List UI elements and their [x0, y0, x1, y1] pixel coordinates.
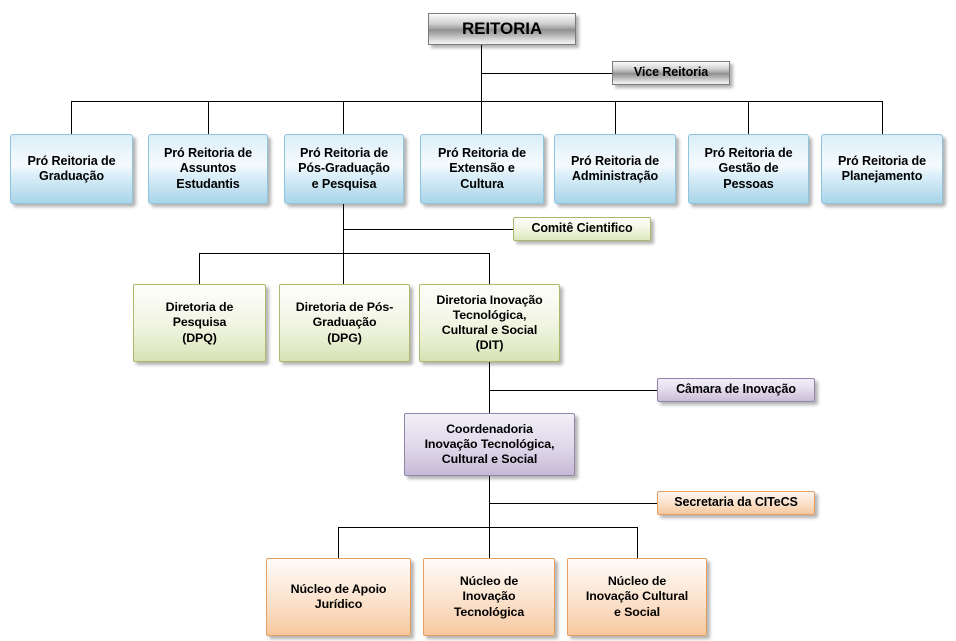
node-diretoria-pos-graduacao[interactable]: Diretoria de Pós- Graduação (DPG): [279, 284, 410, 362]
connector-coordenadoria-trunk: [489, 476, 490, 528]
connector-nucleos-bus: [338, 527, 637, 528]
node-pro-reitoria-administracao[interactable]: Pró Reitoria de Administração: [554, 134, 676, 204]
node-pro-reitoria-graduacao[interactable]: Pró Reitoria de Graduação: [10, 134, 133, 204]
node-pro-reitoria-assuntos-estudantis-label: Pró Reitoria de Assuntos Estudantis: [163, 145, 253, 191]
connector-drop-nucleo-tecnologica: [489, 527, 490, 558]
node-pro-reitoria-administracao-label: Pró Reitoria de Administração: [570, 153, 660, 183]
connector-drop-nucleo-juridico: [338, 527, 339, 558]
node-nucleo-apoio-juridico-label: Núcleo de Apoio Jurídico: [290, 581, 387, 611]
node-diretoria-inovacao[interactable]: Diretoria Inovação Tecnológica, Cultural…: [419, 284, 560, 362]
node-reitoria[interactable]: REITORIA: [428, 13, 576, 45]
connector-secretaria: [489, 503, 657, 504]
node-pro-reitoria-extensao-cultura-label: Pró Reitoria de Extensão e Cultura: [437, 145, 527, 191]
connector-drop-planejamento: [882, 101, 883, 134]
node-pro-reitoria-pos-graduacao-pesquisa-label: Pró Reitoria de Pós-Graduação e Pesquisa: [298, 145, 390, 191]
connector-level1-bus: [71, 101, 882, 102]
node-coordenadoria-citecs-label: Coordenadoria Inovação Tecnológica, Cult…: [424, 421, 555, 467]
connector-drop-dpg: [343, 253, 344, 284]
node-diretoria-pesquisa-label: Diretoria de Pesquisa (DPQ): [165, 300, 234, 345]
connector-drop-nucleo-cultural: [637, 527, 638, 558]
node-nucleo-inovacao-cultural-social-label: Núcleo de Inovação Cultural e Social: [585, 574, 689, 619]
connector-dit-trunk: [489, 362, 490, 413]
node-pro-reitoria-planejamento[interactable]: Pró Reitoria de Planejamento: [821, 134, 943, 204]
node-pro-reitoria-assuntos-estudantis[interactable]: Pró Reitoria de Assuntos Estudantis: [148, 134, 268, 204]
connector-drop-administracao: [615, 101, 616, 134]
node-diretoria-pesquisa[interactable]: Diretoria de Pesquisa (DPQ): [133, 284, 266, 362]
node-nucleo-inovacao-cultural-social[interactable]: Núcleo de Inovação Cultural e Social: [567, 558, 707, 636]
connector-drop-graduacao: [71, 101, 72, 134]
connector-vice-reitoria: [481, 73, 613, 74]
node-pro-reitoria-gestao-pessoas[interactable]: Pró Reitoria de Gestão de Pessoas: [688, 134, 809, 204]
node-secretaria-citecs[interactable]: Secretaria da CITeCS: [657, 491, 815, 515]
node-pro-reitoria-gestao-pessoas-label: Pró Reitoria de Gestão de Pessoas: [704, 145, 793, 191]
node-pro-reitoria-planejamento-label: Pró Reitoria de Planejamento: [837, 153, 927, 183]
connector-drop-dpq: [199, 253, 200, 284]
node-pro-reitoria-graduacao-label: Pró Reitoria de Graduação: [27, 153, 116, 183]
node-comite-cientifico-label: Comitê Cientifico: [531, 221, 633, 236]
connector-diretorias-bus: [199, 253, 490, 254]
connector-comite-cientifico: [343, 229, 513, 230]
node-vice-reitoria-label: Vice Reitoria: [633, 65, 709, 80]
connector-drop-gestao: [748, 101, 749, 134]
connector-drop-pos: [343, 101, 344, 134]
connector-drop-assuntos: [208, 101, 209, 134]
node-nucleo-inovacao-tecnologica[interactable]: Núcleo de Inovação Tecnológica: [423, 558, 555, 636]
node-nucleo-apoio-juridico[interactable]: Núcleo de Apoio Jurídico: [266, 558, 411, 636]
node-nucleo-inovacao-tecnologica-label: Núcleo de Inovação Tecnológica: [453, 574, 525, 619]
connector-drop-dit: [489, 253, 490, 284]
node-pro-reitoria-extensao-cultura[interactable]: Pró Reitoria de Extensão e Cultura: [420, 134, 544, 204]
node-pro-reitoria-pos-graduacao-pesquisa[interactable]: Pró Reitoria de Pós-Graduação e Pesquisa: [284, 134, 404, 204]
node-diretoria-pos-graduacao-label: Diretoria de Pós- Graduação (DPG): [295, 300, 394, 345]
connector-camara-inovacao: [489, 390, 657, 391]
node-camara-inovacao[interactable]: Câmara de Inovação: [657, 378, 815, 402]
node-diretoria-inovacao-label: Diretoria Inovação Tecnológica, Cultural…: [436, 292, 543, 353]
node-secretaria-citecs-label: Secretaria da CITeCS: [674, 495, 798, 510]
node-camara-inovacao-label: Câmara de Inovação: [676, 382, 796, 397]
node-reitoria-label: REITORIA: [461, 18, 543, 38]
connector-drop-extensao: [481, 101, 482, 134]
node-coordenadoria-citecs[interactable]: Coordenadoria Inovação Tecnológica, Cult…: [404, 413, 575, 476]
node-vice-reitoria[interactable]: Vice Reitoria: [612, 61, 730, 85]
node-comite-cientifico[interactable]: Comitê Cientifico: [513, 217, 651, 241]
